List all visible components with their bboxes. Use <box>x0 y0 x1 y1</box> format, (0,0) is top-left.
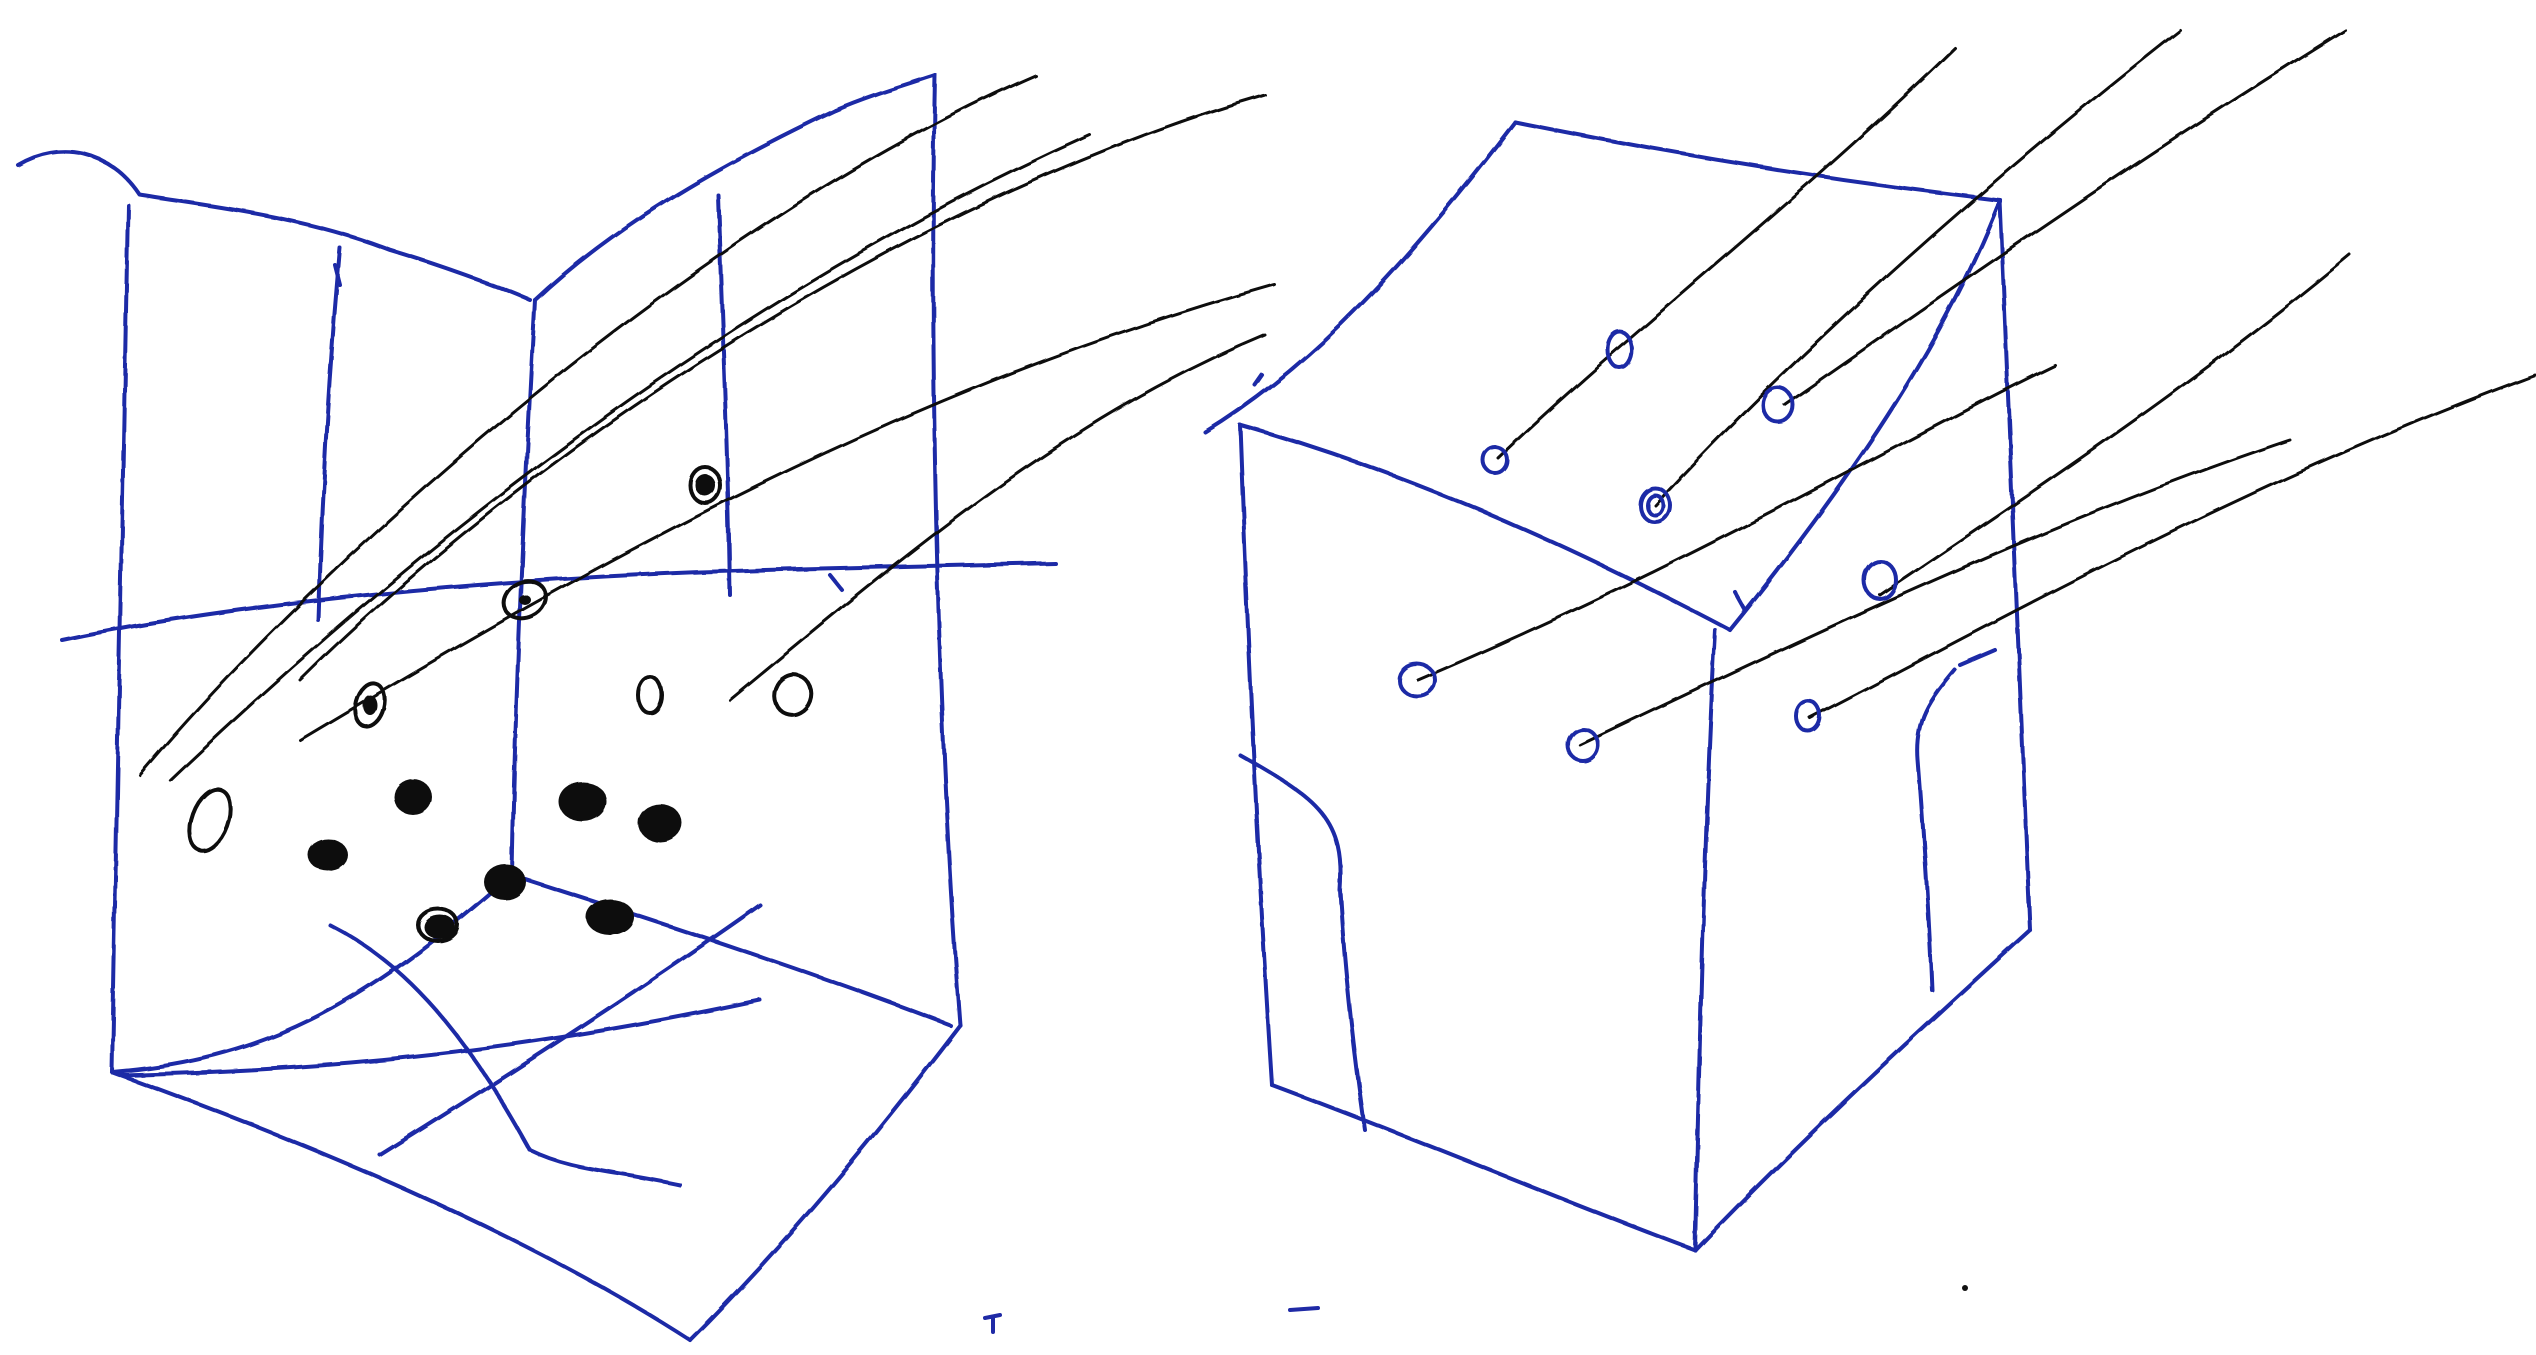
open-ring <box>1763 388 1793 422</box>
left-corner-sketch <box>18 75 1275 1340</box>
left-blue-frame <box>18 75 1055 1340</box>
solid-dot <box>394 779 432 815</box>
solid-dot <box>559 782 607 822</box>
cube-open-rings <box>1399 332 1896 761</box>
open-ring <box>1483 447 1507 473</box>
solid-dot <box>586 899 634 935</box>
open-ring <box>182 784 238 856</box>
solid-dot <box>363 695 377 715</box>
solid-dot <box>424 915 456 939</box>
cube-blue-frame <box>1205 122 2030 1250</box>
solid-dot <box>519 595 531 605</box>
solid-dot <box>638 804 682 842</box>
stray-marks <box>985 1285 1968 1332</box>
left-ray-lines <box>140 75 1275 780</box>
open-ring <box>1608 332 1632 368</box>
open-ring <box>769 670 817 720</box>
right-cube-sketch <box>1205 30 2535 1250</box>
solid-dot <box>695 474 715 496</box>
left-solid-dots <box>308 474 715 939</box>
solid-dot <box>484 864 526 900</box>
open-ring <box>638 677 662 713</box>
solid-dot <box>308 839 348 871</box>
